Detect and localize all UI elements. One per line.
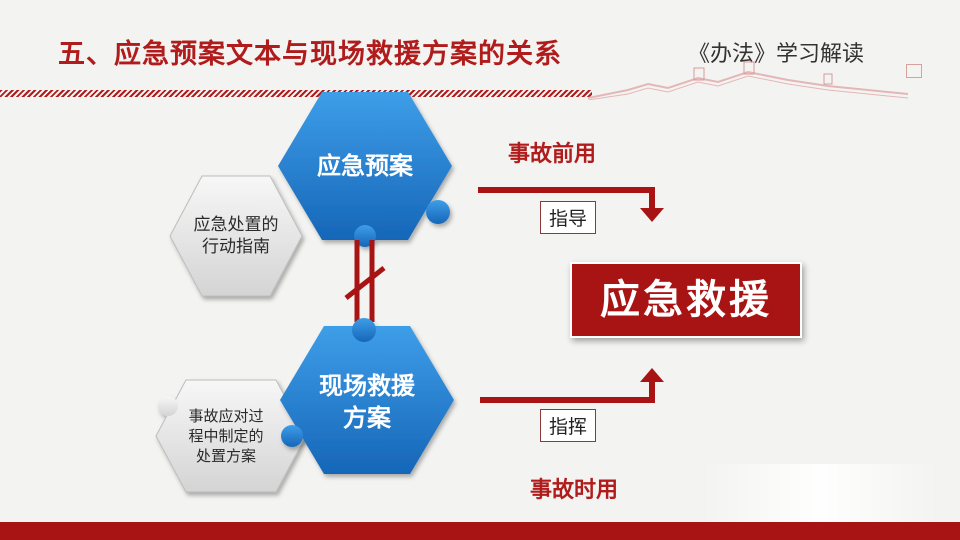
blue-hexagon-bottom <box>280 318 454 474</box>
page-subtitle: 《办法》学习解读 <box>688 42 865 67</box>
light-glow-decoration <box>700 464 940 524</box>
command-arrow <box>480 368 664 403</box>
rescue-plan-line-2: 方案 <box>343 404 391 432</box>
bottom-gray-text: 事故应对过 程中制定的 处置方案 <box>170 406 282 466</box>
bottom-gray-line-2: 程中制定的 <box>188 427 264 445</box>
bottom-gray-line-3: 处置方案 <box>195 447 256 465</box>
bottom-gray-line-1: 事故应对过 <box>188 407 264 425</box>
rescue-plan-line-1: 现场救援 <box>319 372 415 400</box>
not-equal-connector <box>344 240 386 322</box>
during-accident-label: 事故时用 <box>530 478 619 503</box>
guide-label: 指导 <box>540 201 597 234</box>
top-gray-line-1: 应急处置的 <box>193 215 279 235</box>
rescue-plan-label: 现场救援 方案 <box>300 370 434 434</box>
great-wall-decoration <box>588 61 908 100</box>
seal-stamp <box>906 64 922 78</box>
emergency-plan-label: 应急预案 <box>317 152 413 180</box>
page-title: 五、应急预案文本与现场救援方案的关系 <box>58 39 562 70</box>
top-gray-text: 应急处置的 行动指南 <box>176 214 296 258</box>
before-accident-label: 事故前用 <box>508 142 597 167</box>
gray-hexagon-top <box>169 175 303 297</box>
title-underline <box>0 90 592 97</box>
top-gray-line-2: 行动指南 <box>202 237 270 257</box>
emergency-rescue-box: 应急救援 <box>570 262 802 338</box>
command-label: 指挥 <box>540 409 597 442</box>
guide-arrow <box>478 187 664 222</box>
bottom-red-bar <box>0 522 960 540</box>
gray-hexagon-bottom <box>155 379 307 493</box>
